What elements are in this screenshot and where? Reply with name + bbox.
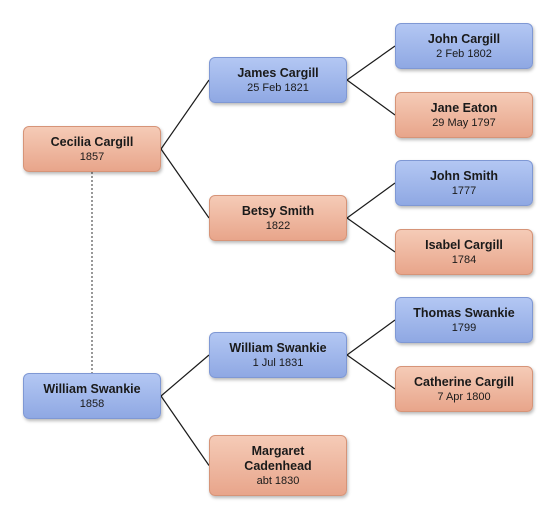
person-name: James Cargill (237, 65, 319, 80)
person-name: William Swankie (229, 340, 327, 355)
person-box-margaret-cadenhead[interactable]: Margaret Cadenhead abt 1830 (209, 435, 347, 496)
person-date: 1822 (265, 219, 291, 232)
person-name: Isabel Cargill (425, 237, 503, 252)
person-name: Betsy Smith (241, 203, 315, 218)
person-name: Thomas Swankie (413, 305, 515, 320)
person-box-betsy-smith[interactable]: Betsy Smith 1822 (209, 195, 347, 241)
person-date: 1777 (451, 184, 477, 197)
person-date: abt 1830 (256, 474, 300, 487)
person-box-catherine-cargill[interactable]: Catherine Cargill 7 Apr 1800 (395, 366, 533, 412)
person-box-cecilia-cargill[interactable]: Cecilia Cargill 1857 (23, 126, 161, 172)
person-date: 25 Feb 1821 (247, 81, 309, 94)
person-name: Margaret Cadenhead (244, 443, 312, 473)
person-date: 1857 (79, 150, 105, 163)
parent-link-williams-father (160, 354, 210, 397)
person-box-william-swankie-1831[interactable]: William Swankie 1 Jul 1831 (209, 332, 347, 378)
parent-link-williamsw-mother (346, 354, 396, 390)
person-date: 1 Jul 1831 (252, 356, 304, 369)
person-box-thomas-swankie[interactable]: Thomas Swankie 1799 (395, 297, 533, 343)
person-date: 2 Feb 1802 (436, 47, 492, 60)
person-box-isabel-cargill[interactable]: Isabel Cargill 1784 (395, 229, 533, 275)
person-name: John Cargill (427, 31, 501, 46)
person-date: 7 Apr 1800 (437, 390, 491, 403)
person-box-jane-eaton[interactable]: Jane Eaton 29 May 1797 (395, 92, 533, 138)
parent-link-betsy-father (346, 182, 396, 219)
parent-link-williams-mother (160, 395, 210, 466)
person-name: Jane Eaton (430, 100, 498, 115)
parent-link-williamsw-father (346, 319, 396, 356)
person-date: 29 May 1797 (432, 116, 496, 129)
person-name: William Swankie (43, 381, 141, 396)
person-name: John Smith (429, 168, 499, 183)
person-name: Catherine Cargill (413, 374, 515, 389)
parent-link-cecilia-father (160, 79, 210, 150)
person-box-john-cargill[interactable]: John Cargill 2 Feb 1802 (395, 23, 533, 69)
person-date: 1799 (451, 321, 477, 334)
person-box-william-swankie-1858[interactable]: William Swankie 1858 (23, 373, 161, 419)
person-name: Cecilia Cargill (50, 134, 134, 149)
parent-link-james-mother (346, 79, 396, 116)
person-box-james-cargill[interactable]: James Cargill 25 Feb 1821 (209, 57, 347, 103)
parent-link-james-father (346, 45, 396, 81)
person-date: 1784 (451, 253, 477, 266)
parent-link-betsy-mother (346, 217, 396, 253)
person-date: 1858 (79, 397, 105, 410)
parent-link-cecilia-mother (160, 148, 210, 219)
person-box-john-smith[interactable]: John Smith 1777 (395, 160, 533, 206)
